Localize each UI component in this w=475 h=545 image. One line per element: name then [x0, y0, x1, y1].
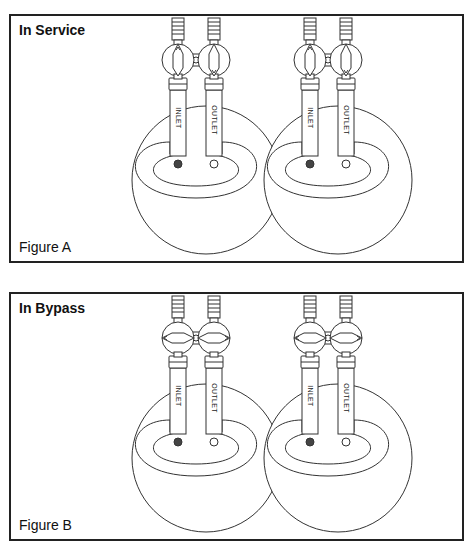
pipe-label: OUTLET: [211, 383, 218, 412]
panel-title: In Bypass: [19, 300, 85, 316]
pipe-label: INLET: [175, 385, 182, 406]
pipe-label: OUTLET: [343, 383, 350, 412]
panel-title: In Service: [19, 22, 85, 38]
service-panel: In ServiceFigure A: [9, 14, 464, 263]
pipe-label: INLET: [307, 107, 314, 128]
pipe-label: INLET: [307, 385, 314, 406]
bypass-panel: In BypassFigure B: [9, 292, 464, 541]
figure-label: Figure B: [19, 517, 72, 533]
figure-label: Figure A: [19, 239, 71, 255]
pipe-label: OUTLET: [343, 105, 350, 134]
pipe-label: OUTLET: [211, 105, 218, 134]
pipe-label: INLET: [175, 107, 182, 128]
